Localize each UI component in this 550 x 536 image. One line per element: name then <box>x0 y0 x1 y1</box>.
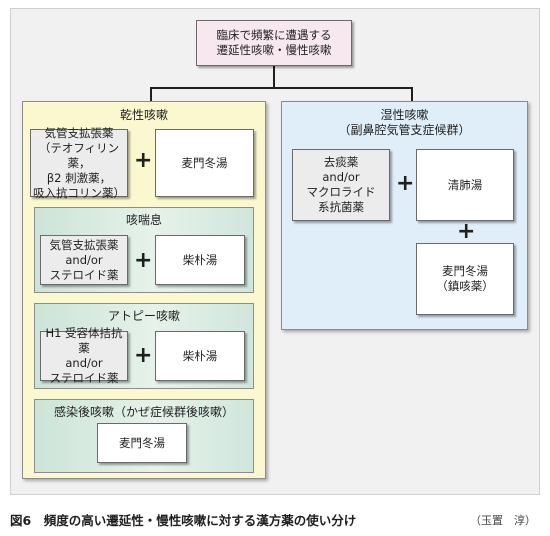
plus-sign: + <box>134 148 153 173</box>
plus-sign: + <box>134 248 153 273</box>
plus-sign: + <box>396 171 415 196</box>
wet-cough-antitussive-box: 麦門冬湯 （鎮咳薬） <box>416 243 514 315</box>
figure-credit: （玉置 淳） <box>470 514 536 527</box>
dry-cough-title: 乾性咳嗽 <box>119 108 168 122</box>
postinfectious-cough-title: 感染後咳嗽（かぜ症候群後咳嗽） <box>53 405 234 419</box>
cough-asthma-kampo-box: 柴朴湯 <box>155 235 245 285</box>
atopic-cough-drug-box: H1 受容体拮抗薬 and/or ステロイド薬 <box>40 326 128 385</box>
postinfectious-cough-kampo-box: 麦門冬湯 <box>97 423 187 463</box>
dry-cough-kampo-box: 麦門冬湯 <box>155 129 254 197</box>
atopic-cough-title: アトピー咳嗽 <box>107 309 180 323</box>
cough-asthma-drug-box: 気管支拡張薬 and/or ステロイド薬 <box>40 235 128 285</box>
plus-sign: + <box>457 219 476 244</box>
wet-cough-title: 湿性咳嗽 （副鼻腔気管支症候群） <box>338 108 471 137</box>
wet-cough-kampo-box: 清肺湯 <box>416 149 514 221</box>
figure-caption: 図6 頻度の高い遷延性・慢性咳嗽に対する漢方薬の使い分け <box>10 513 357 528</box>
plus-sign: + <box>134 343 153 368</box>
connector-left-drop <box>150 87 152 101</box>
wet-cough-drug-box: 去痰薬 and/or マクロライド 系抗菌薬 <box>292 149 390 221</box>
connector-top-vertical <box>273 66 275 88</box>
connector-right-drop <box>411 87 413 101</box>
dry-cough-drug-box: 気管支拡張薬 （テオフィリン薬， β2 刺激薬， 吸入抗コリン薬） <box>30 126 128 200</box>
connector-horizontal <box>150 87 413 89</box>
top-box-prolonged-chronic-cough: 臨床で頻繁に遭遇する 遷延性咳嗽・慢性咳嗽 <box>196 20 352 66</box>
cough-asthma-title: 咳喘息 <box>125 213 162 227</box>
atopic-cough-kampo-box: 柴朴湯 <box>155 331 245 381</box>
